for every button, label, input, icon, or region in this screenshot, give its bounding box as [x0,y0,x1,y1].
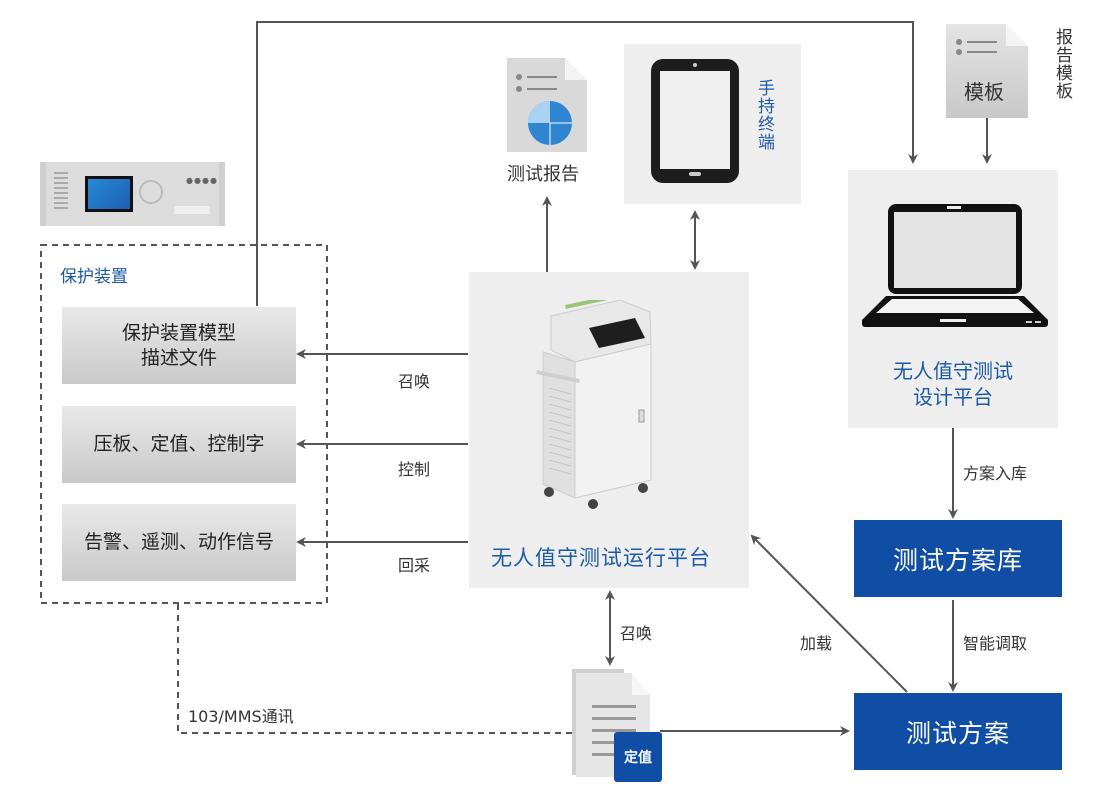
setting-doc-icon: 定值 [572,667,667,785]
signals-box-label: 告警、遥测、动作信号 [83,531,274,553]
model-to-design-line [256,21,918,306]
model-file-line2: 描述文件 [140,346,217,369]
run-platform-label: 无人值守测试运行平台 [491,546,711,570]
design-platform-panel: 无人值守测试 设计平台 [848,170,1058,428]
device-screen [85,176,133,212]
signals-box: 告警、遥测、动作信号 [62,504,296,581]
test-plan-label: 测试方案 [905,718,1010,748]
tablet-icon [651,59,739,183]
laptop-icon [858,200,1050,330]
model-file-box: 保护装置模型 描述文件 [62,307,296,384]
test-plan-box[interactable]: 测试方案 [854,693,1062,770]
template-doc-label: 模板 [964,80,1004,104]
protection-device-image: ●●●● [40,162,225,226]
test-plan-library-box[interactable]: 测试方案库 [854,520,1062,597]
design-platform-label: 无人值守测试 设计平台 [848,358,1058,410]
recall-label: 召唤 [398,372,431,391]
test-report-label: 测试报告 [507,164,579,185]
protection-group-title: 保护装置 [60,267,128,287]
load-arrow [750,534,908,693]
to-library-label: 方案入库 [963,464,1028,483]
recall-doc-label: 召唤 [620,624,653,643]
handheld-label: 手持终端 [754,79,774,151]
smart-fetch-label: 智能调取 [963,634,1028,653]
test-cabinet-image [535,294,685,510]
protection-group-border [40,244,328,604]
setting-badge: 定值 [614,732,662,782]
comm-label: 103/MMS通讯 [188,707,294,726]
template-doc-icon: 模板 [946,24,1028,118]
settings-box-label: 压板、定值、控制字 [93,433,265,455]
design-platform-line1: 无人值守测试 [893,359,1013,383]
design-platform-line2: 设计平台 [913,385,993,409]
report-template-label: 报告模板 [1052,28,1072,100]
load-label: 加载 [800,634,833,653]
settings-box: 压板、定值、控制字 [62,406,296,483]
control-label: 控制 [398,460,431,479]
handheld-panel: 手持终端 [624,44,801,204]
run-platform-panel: 无人值守测试运行平台 [469,272,749,588]
setting-badge-label: 定值 [624,750,652,766]
test-plan-library-label: 测试方案库 [892,545,1023,575]
test-report-icon [507,58,587,152]
collect-label: 回采 [398,556,431,575]
model-file-line1: 保护装置模型 [121,321,236,344]
